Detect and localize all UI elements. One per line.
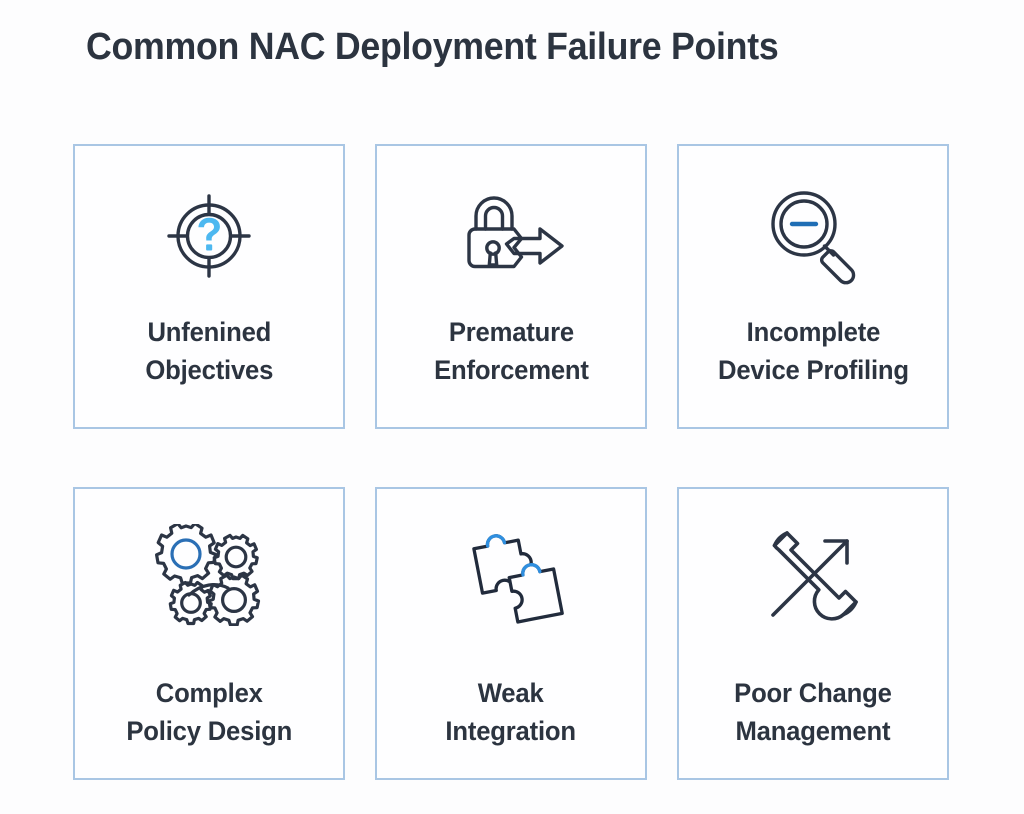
puzzle-pieces-icon [451, 523, 571, 627]
card-label-line2: Objectives [145, 354, 273, 385]
padlock-arrow-icon [451, 184, 571, 288]
card-premature-enforcement[interactable]: Premature Enforcement [375, 144, 647, 429]
card-label-line1: Poor Change [734, 678, 892, 708]
card-label: Complex Policy Design [120, 675, 297, 751]
gears-icon [149, 523, 269, 627]
wrench-arrow-icon [753, 523, 873, 627]
card-label-line1: Incomplete [746, 317, 880, 347]
card-poor-change-management[interactable]: Poor Change Management [677, 487, 949, 780]
card-unfenined-objectives[interactable]: Unfenined Objectives [73, 144, 345, 429]
card-label-line1: Complex [155, 678, 263, 708]
card-label-line2: Device Profiling [717, 354, 909, 385]
card-weak-integration[interactable]: Weak Integration [375, 487, 647, 780]
target-question-icon [149, 184, 269, 288]
card-label-line2: Management [735, 715, 891, 746]
magnifier-minus-icon [753, 184, 873, 288]
card-complex-policy-design[interactable]: Complex Policy Design [73, 487, 345, 780]
card-label: Premature Enforcement [428, 314, 594, 390]
card-label: Incomplete Device Profiling [712, 314, 914, 390]
card-label: Weak Integration [440, 675, 582, 751]
card-label-line1: Premature [448, 317, 574, 347]
card-label-line1: Unfenined [147, 317, 271, 347]
card-label-line2: Policy Design [126, 715, 292, 746]
card-label-line2: Integration [445, 715, 577, 746]
page-title: Common NAC Deployment Failure Points [86, 26, 779, 68]
card-label-line2: Enforcement [433, 354, 589, 385]
card-incomplete-device-profiling[interactable]: Incomplete Device Profiling [677, 144, 949, 429]
failure-points-grid: Unfenined Objectives [73, 144, 951, 780]
card-label-line1: Weak [478, 678, 544, 708]
card-label: Poor Change Management [729, 675, 898, 751]
card-label: Unfenined Objectives [139, 314, 278, 390]
